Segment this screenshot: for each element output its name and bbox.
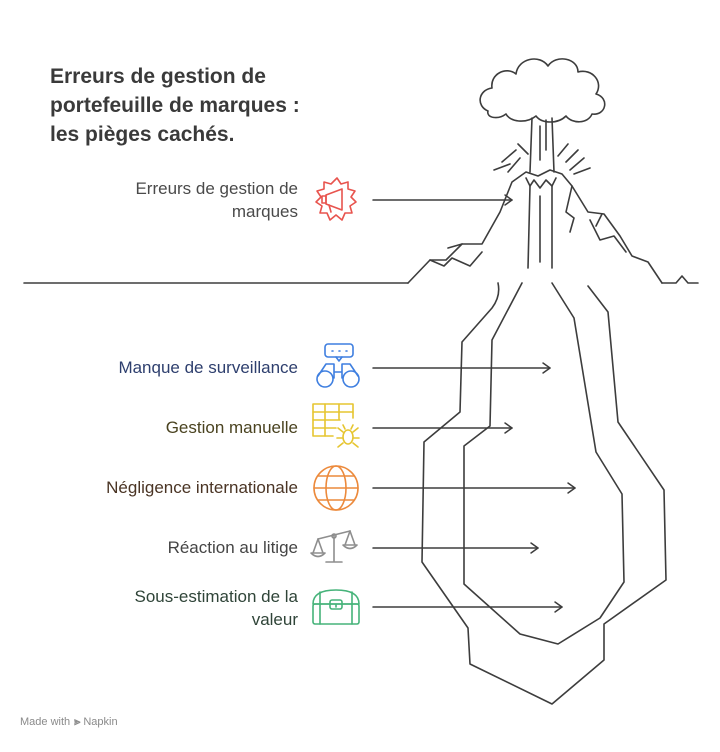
arrow-4 bbox=[372, 482, 576, 494]
page-title: Erreurs de gestion de portefeuille de ma… bbox=[50, 62, 370, 149]
arrow-6 bbox=[372, 601, 563, 613]
item-label-line: Sous-estimation de la bbox=[134, 587, 298, 606]
footer-prefix: Made with bbox=[20, 716, 71, 728]
title-line-1: Erreurs de gestion de bbox=[50, 65, 266, 88]
item-label-value-underestimation: Sous-estimation de la valeur bbox=[135, 585, 298, 631]
title-line-3: les pièges cachés. bbox=[50, 123, 235, 146]
arrow-1 bbox=[372, 194, 513, 206]
table-bug-icon bbox=[312, 403, 360, 448]
item-label-line: Erreurs de gestion de bbox=[135, 179, 298, 198]
treasure-chest-icon bbox=[312, 589, 360, 625]
iceberg-inner bbox=[463, 282, 625, 645]
item-label-lack-of-monitoring: Manque de surveillance bbox=[118, 356, 298, 379]
item-label-line: Manque de surveillance bbox=[118, 358, 298, 377]
item-label-litigation-reaction: Réaction au litige bbox=[168, 536, 298, 559]
scales-icon bbox=[310, 530, 358, 563]
volcano-outline bbox=[407, 169, 663, 284]
smoke-cloud bbox=[479, 58, 606, 123]
volcano-vent bbox=[527, 185, 553, 269]
item-label-line: Négligence internationale bbox=[106, 478, 298, 497]
globe-icon bbox=[313, 465, 359, 511]
arrow-2 bbox=[372, 362, 551, 374]
lava-spray bbox=[493, 143, 591, 175]
title-line-2: portefeuille de marques : bbox=[50, 94, 300, 117]
eruption-column bbox=[529, 117, 555, 173]
item-label-line: Gestion manuelle bbox=[165, 418, 298, 437]
volcano-ridges bbox=[429, 185, 627, 267]
megaphone-icon bbox=[315, 177, 357, 221]
horizon-line bbox=[23, 275, 699, 284]
item-label-line: marques bbox=[231, 202, 298, 221]
arrow-3 bbox=[372, 422, 513, 434]
item-label-brand-management-errors: Erreurs de gestion de marques bbox=[135, 177, 298, 223]
footer-attribution: Made with⪢Napkin bbox=[20, 716, 118, 729]
binoculars-icon bbox=[316, 343, 360, 388]
napkin-logo-icon: ⪢ bbox=[74, 716, 81, 728]
item-label-line: Réaction au litige bbox=[167, 538, 298, 557]
item-label-manual-management: Gestion manuelle bbox=[166, 416, 298, 439]
iceberg-outer bbox=[421, 282, 667, 705]
item-label-line: valeur bbox=[251, 610, 298, 629]
arrow-5 bbox=[372, 542, 539, 554]
item-label-international-negligence: Négligence internationale bbox=[106, 476, 298, 499]
footer-brand: Napkin bbox=[83, 716, 118, 728]
